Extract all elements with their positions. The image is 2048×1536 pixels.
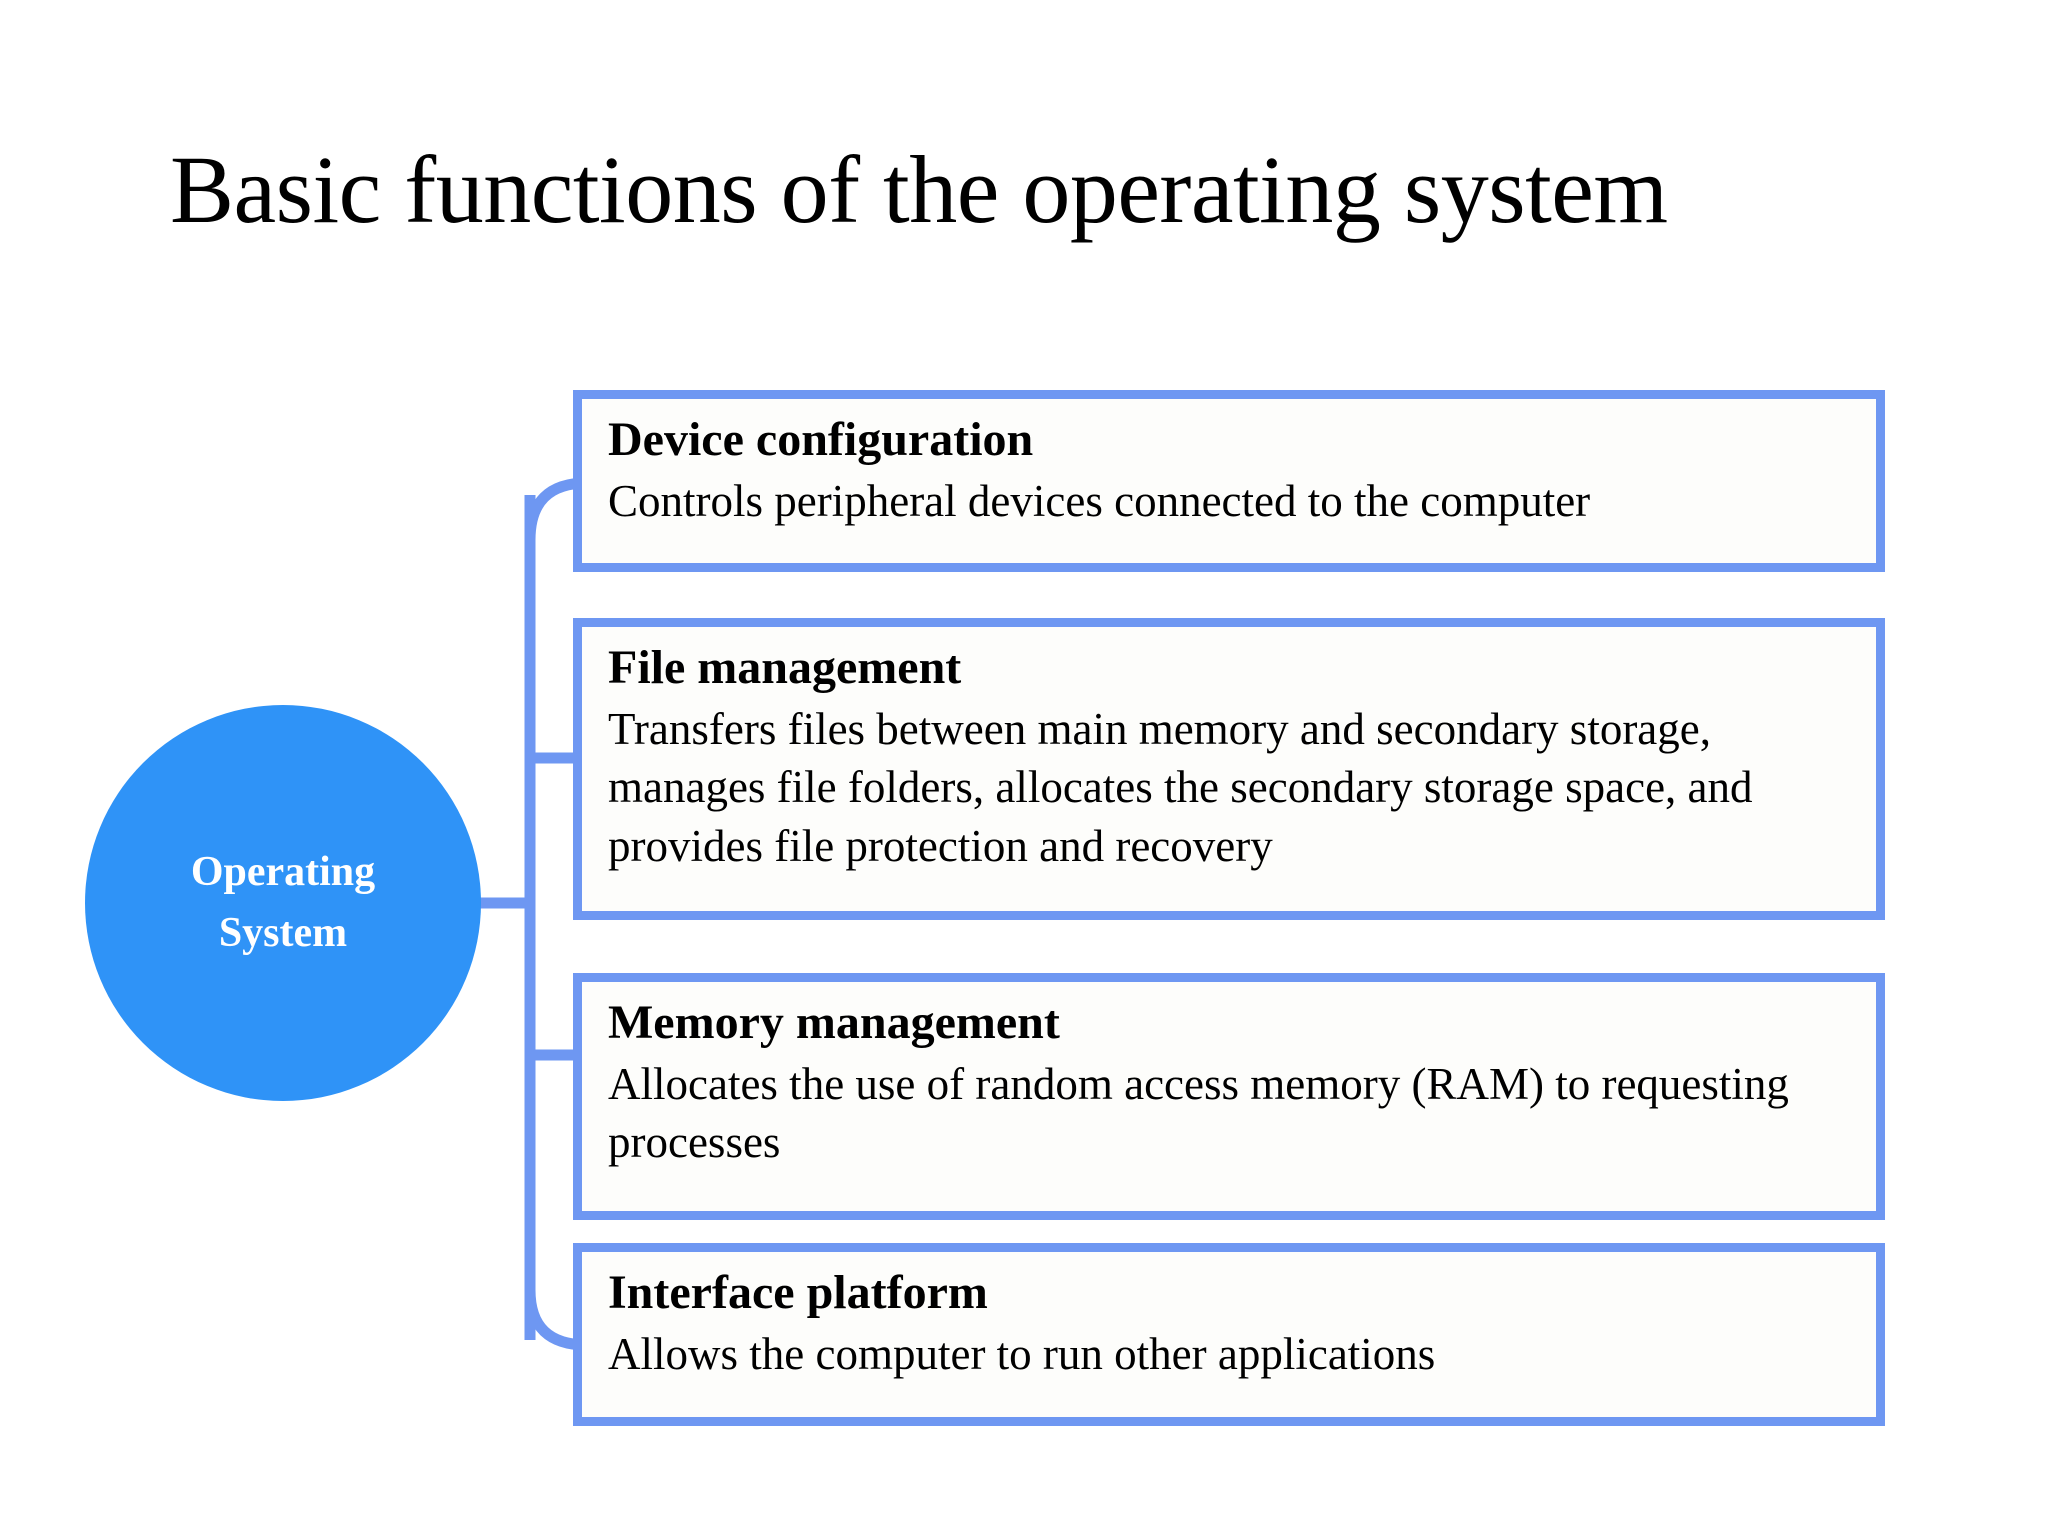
branch-title-device-configuration: Device configuration [608, 413, 1034, 466]
branch-box-device-configuration[interactable]: Device configuration Controls peripheral… [573, 390, 1885, 572]
branch-title-file-management: File management [608, 641, 962, 694]
page-title: Basic functions of the operating system [170, 136, 1668, 243]
branch-description-file-management: Transfers files between main memory and … [608, 703, 1753, 871]
branch-description-memory-management: Allocates the use of random access memor… [608, 1058, 1789, 1168]
branch-title-interface-platform: Interface platform [608, 1266, 988, 1319]
branch-box-interface-platform[interactable]: Interface platform Allows the computer t… [573, 1243, 1885, 1426]
branch-box-file-management[interactable]: File management Transfers files between … [573, 618, 1885, 920]
root-node-label-line-2: System [218, 910, 348, 956]
branch-box-memory-management[interactable]: Memory management Allocates the use of r… [573, 973, 1885, 1220]
root-node-operating-system[interactable]: Operating System [85, 705, 481, 1101]
branch-title-memory-management: Memory management [608, 996, 1060, 1049]
branch-description-interface-platform: Allows the computer to run other applica… [608, 1328, 1436, 1379]
root-node-label-line-1: Operating [190, 849, 376, 896]
branch-description-device-configuration: Controls peripheral devices connected to… [608, 475, 1591, 526]
